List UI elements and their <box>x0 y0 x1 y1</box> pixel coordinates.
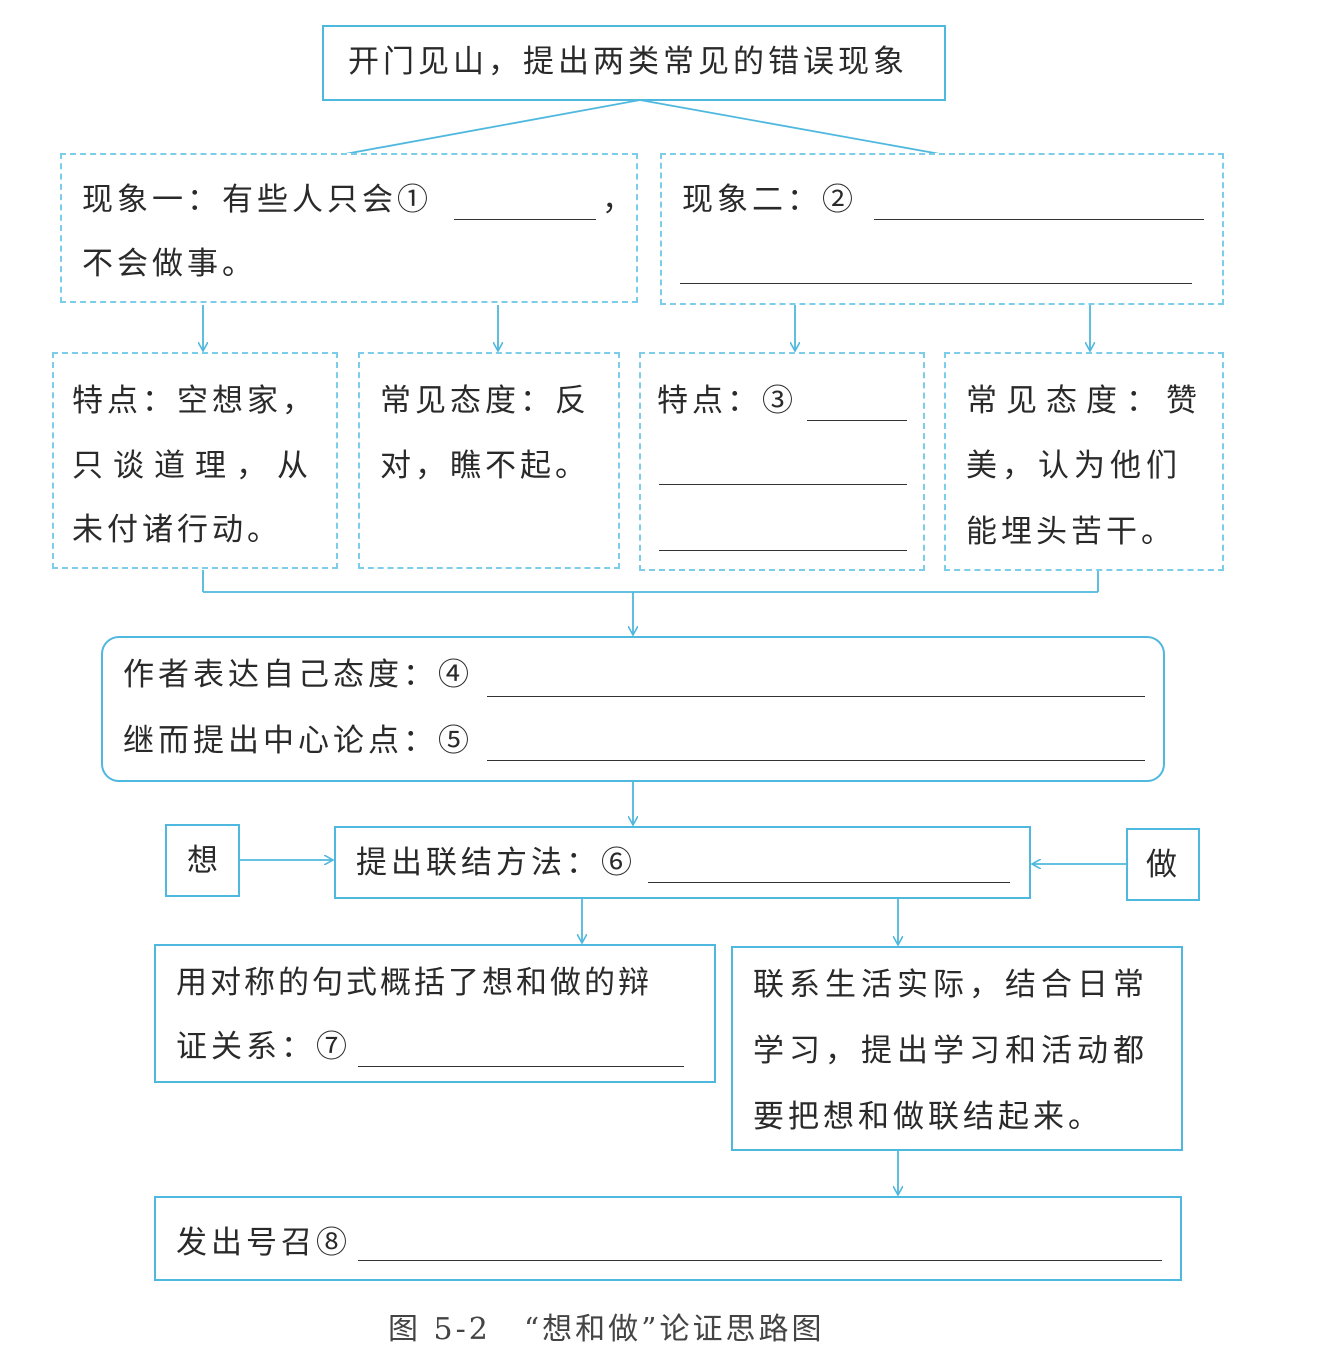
p2-trait-label: 特点：③ <box>657 383 797 419</box>
phenomenon-two-label: 现象二：② <box>682 182 857 218</box>
author-attitude-box: 作者表达自己态度：④ 继而提出中心论点：⑤ <box>101 636 1165 782</box>
method-label: 提出联结方法：⑥ <box>356 845 636 881</box>
blank-4 <box>487 696 1145 697</box>
blank-2a <box>874 219 1204 220</box>
blank-3a <box>807 420 907 421</box>
do-label: 做 <box>1146 847 1181 883</box>
p1-attitude-line1: 常见态度：反 <box>380 383 590 419</box>
blank-5 <box>487 760 1145 761</box>
symmetric-line1: 用对称的句式概括了想和做的辩 <box>176 965 652 1001</box>
p2-attitude-line1: 常见态度：赞 <box>966 383 1206 419</box>
do-box: 做 <box>1126 828 1200 901</box>
life-line3: 要把想和做联结起来。 <box>753 1099 1103 1135</box>
call-label: 发出号召⑧ <box>176 1225 351 1261</box>
author-line2: 继而提出中心论点：⑤ <box>123 723 473 759</box>
phenomenon-one-trait-box: 特点：空想家， 只谈道理，从 未付诸行动。 <box>52 352 338 569</box>
phenomenon-one-box: 现象一：有些人只会① ， 不会做事。 <box>60 153 638 303</box>
symmetric-box: 用对称的句式概括了想和做的辩 证关系：⑦ <box>154 944 716 1083</box>
phenomenon-one-line1: 现象一：有些人只会① <box>82 182 432 218</box>
call-box: 发出号召⑧ <box>154 1196 1182 1281</box>
blank-8 <box>358 1260 1162 1261</box>
life-line1: 联系生活实际，结合日常 <box>753 967 1149 1003</box>
method-box: 提出联结方法：⑥ <box>334 826 1031 899</box>
blank-6 <box>648 882 1010 883</box>
phenomenon-one-line2: 不会做事。 <box>82 246 257 282</box>
p1-trait-line3: 未付诸行动。 <box>72 512 282 548</box>
think-box: 想 <box>165 824 240 897</box>
symmetric-line2: 证关系：⑦ <box>176 1029 351 1065</box>
figure-caption: 图 5-2 “想和做”论证思路图 <box>388 1312 825 1347</box>
phenomenon-one-attitude-box: 常见态度：反 对，瞧不起。 <box>358 352 620 569</box>
phenomenon-two-trait-box: 特点：③ <box>639 352 925 571</box>
blank-1 <box>454 219 596 220</box>
p1-attitude-line2: 对，瞧不起。 <box>380 448 590 484</box>
p2-attitude-line2: 美，认为他们 <box>966 448 1182 484</box>
phenomenon-one-comma: ， <box>602 182 637 218</box>
p1-trait-line2: 只谈道理，从 <box>72 448 318 484</box>
p1-trait-line1: 特点：空想家， <box>72 383 317 419</box>
author-line1: 作者表达自己态度：④ <box>123 657 473 693</box>
title-box: 开门见山，提出两类常见的错误现象 <box>322 25 946 101</box>
blank-2b <box>680 283 1192 284</box>
phenomenon-two-attitude-box: 常见态度：赞 美，认为他们 能埋头苦干。 <box>944 352 1224 571</box>
life-line2: 学习，提出学习和活动都 <box>753 1033 1149 1069</box>
p2-attitude-line3: 能埋头苦干。 <box>966 514 1176 550</box>
blank-3c <box>659 550 907 551</box>
phenomenon-two-box: 现象二：② <box>660 153 1224 305</box>
blank-7 <box>358 1066 684 1067</box>
blank-3b <box>659 484 907 485</box>
think-label: 想 <box>187 843 222 879</box>
life-connection-box: 联系生活实际，结合日常 学习，提出学习和活动都 要把想和做联结起来。 <box>731 946 1183 1151</box>
title-text: 开门见山，提出两类常见的错误现象 <box>348 44 908 80</box>
